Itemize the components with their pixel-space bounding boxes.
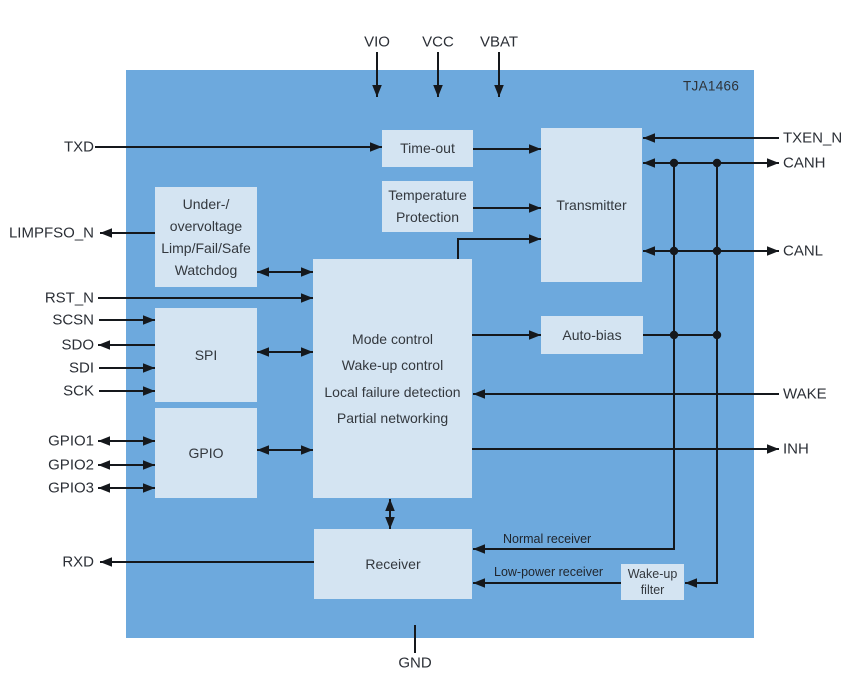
block-watchdog-label: Under-/ — [182, 195, 230, 212]
block-mode-control-label: Mode control — [352, 331, 433, 348]
block-mode-control-label: Partial networking — [336, 409, 449, 426]
pin-label-gpio3: GPIO3 — [48, 479, 94, 497]
pin-label-inh: INH — [783, 440, 809, 458]
block-mode-control-label: Local failure detection — [324, 383, 461, 400]
pin-label-sdi: SDI — [68, 359, 94, 377]
arrowhead-left — [100, 228, 112, 238]
pin-label-rst-n: RST_N — [44, 289, 94, 307]
block-spi-label: SPI — [194, 346, 218, 363]
block-wakeup-filter-label: filter — [640, 583, 665, 597]
chip-title: TJA1466 — [683, 78, 740, 94]
block-auto-bias-label: Auto-bias — [562, 326, 622, 343]
pin-label-canl: CANL — [783, 242, 824, 260]
arrowhead-left — [98, 436, 110, 446]
pin-label-sdo: SDO — [61, 336, 94, 354]
pin-label-vcc: VCC — [422, 33, 454, 51]
pin-label-vio: VIO — [364, 33, 390, 51]
block-watchdog-label: Watchdog — [174, 262, 238, 279]
arrowhead-right — [767, 246, 779, 256]
arrowhead-left — [98, 460, 110, 470]
pin-label-vbat: VBAT — [479, 33, 519, 51]
arrowhead-right — [767, 158, 779, 168]
low-power-receiver-label: Low-power receiver — [494, 565, 604, 579]
pin-label-gpio2: GPIO2 — [48, 456, 94, 474]
arrowhead-left — [98, 340, 110, 350]
arrowhead-left — [98, 483, 110, 493]
block-transmitter-label: Transmitter — [556, 196, 627, 213]
pin-label-gpio1: GPIO1 — [48, 432, 94, 450]
block-wakeup-filter-label: Wake-up — [627, 567, 678, 581]
normal-receiver-label: Normal receiver — [503, 532, 592, 546]
pin-label-limpfso-n: LIMPFSO_N — [8, 224, 94, 242]
pin-label-txen-n: TXEN_N — [783, 129, 843, 147]
block-mode-control-label: Wake-up control — [341, 357, 444, 374]
pin-label-rxd: RXD — [62, 553, 94, 571]
arrowhead-right — [767, 444, 779, 454]
pin-label-gnd: GND — [398, 654, 432, 672]
block-auto-bias: Auto-bias — [541, 316, 643, 354]
block-watchdog-label: overvoltage — [169, 217, 243, 234]
block-transmitter: Transmitter — [541, 128, 642, 282]
block-watchdog-label: Limp/Fail/Safe — [161, 240, 251, 256]
pin-label-txd: TXD — [64, 138, 94, 156]
block-timeout-label: Time-out — [400, 140, 455, 157]
block-receiver-label: Receiver — [365, 555, 421, 572]
block-temp-protection-label: Protection — [395, 208, 460, 225]
block-receiver: Receiver — [314, 529, 472, 599]
block-wakeup-filter: Wake-up filter — [621, 564, 684, 600]
arrowhead-left — [100, 557, 112, 567]
pin-label-scsn: SCSN — [52, 311, 94, 329]
pin-label-canh: CANH — [783, 154, 826, 172]
block-gpio: GPIO — [155, 408, 257, 498]
pin-label-sck: SCK — [63, 382, 94, 400]
pin-label-wake: WAKE — [783, 385, 827, 403]
block-timeout: Time-out — [382, 130, 473, 167]
block-gpio-label: GPIO — [188, 444, 224, 461]
block-spi: SPI — [155, 308, 257, 402]
block-temp-protection-label: Temperature — [388, 186, 467, 203]
